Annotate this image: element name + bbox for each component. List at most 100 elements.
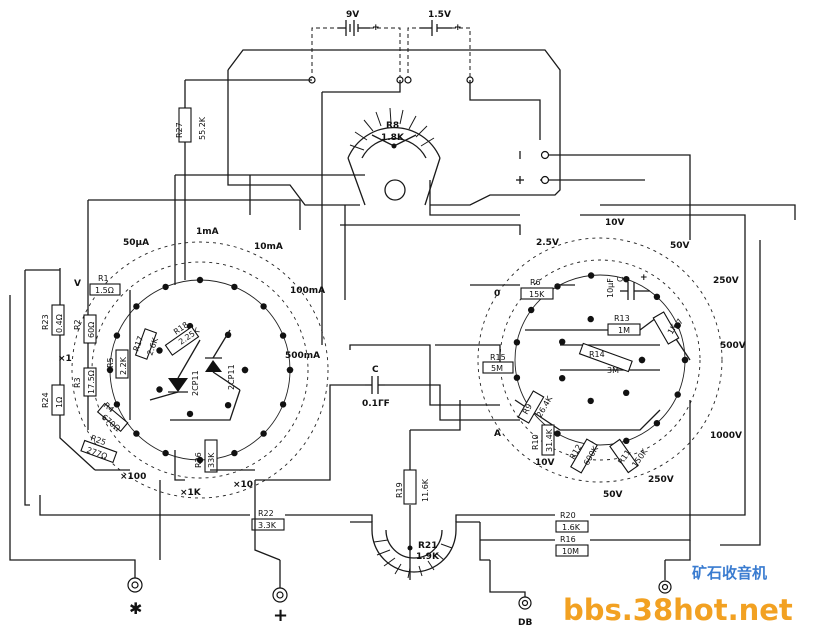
svg-text:R15: R15 [490, 353, 506, 362]
resistor-r6: R6 15K [520, 278, 554, 300]
terminal-plus[interactable] [540, 175, 550, 185]
resistor-r11: R11 150K [609, 438, 650, 474]
battery-9v-label: 9V [346, 10, 359, 20]
r21-value: 1.9K [416, 552, 440, 562]
resistor-r17: R17 2.6K [131, 328, 160, 360]
svg-text:15K: 15K [529, 290, 545, 299]
left-switch-contact [286, 366, 294, 374]
svg-text:10V: 10V [605, 218, 625, 228]
svg-text:×1: ×1 [58, 354, 72, 364]
terminal-positive[interactable]: + [272, 587, 288, 626]
resistor-r13: R13 1M [607, 314, 641, 336]
right-range-labels: 2.5V 10V 50V 250V 500V 1000V 250V 50V 10… [494, 218, 746, 500]
diode-1: 2CP11 [168, 370, 200, 396]
svg-text:✱: ✱ [129, 599, 142, 618]
outer-wires [9, 240, 761, 598]
terminal-db[interactable]: DB [518, 596, 532, 628]
left-switch-inner-contact [186, 410, 194, 418]
capacitor-10uf: 10μF C + [606, 273, 650, 300]
svg-text:1Ω: 1Ω [55, 397, 64, 408]
svg-text:R23: R23 [41, 314, 50, 330]
svg-text:33K: 33K [207, 452, 216, 468]
right-switch-inner-contact [559, 338, 566, 345]
right-switch-inner-contact [587, 397, 594, 405]
left-switch-inner-contact [156, 386, 163, 393]
svg-text:10V: 10V [535, 458, 555, 468]
svg-text:55.2K: 55.2K [198, 116, 207, 140]
svg-text:A: A [494, 429, 501, 439]
svg-text:V: V [74, 279, 81, 289]
right-switch-inner-contact [638, 356, 646, 364]
battery-9v: 9V + [338, 10, 380, 36]
svg-text:3.3K: 3.3K [258, 521, 277, 530]
battery-1-5v-label: 1.5V [428, 10, 451, 20]
svg-text:R14: R14 [589, 350, 605, 359]
svg-text:1000V: 1000V [710, 431, 742, 441]
terminal-minus[interactable] [540, 150, 550, 160]
svg-text:×10: ×10 [233, 480, 253, 490]
svg-text:50μA: 50μA [123, 238, 149, 248]
svg-text:11.6K: 11.6K [421, 478, 430, 502]
resistor-r26: R26 33K [194, 439, 218, 473]
left-switch-contact [162, 283, 169, 291]
battery-section: 9V + 1.5V + [308, 10, 474, 84]
resistor-r19: R19 11.6K [395, 469, 430, 505]
left-range-labels: 50μA 1mA 10mA 100mA 500mA V ×1 ×10 ×100 … [58, 227, 325, 498]
r21-name: R21 [418, 541, 437, 551]
svg-text:0.4Ω: 0.4Ω [55, 314, 64, 333]
resistor-r1: R1 1.5Ω [89, 274, 121, 296]
svg-text:10μF: 10μF [606, 278, 615, 298]
frame-wires [87, 49, 796, 500]
resistor-r16: R16 10M [555, 535, 589, 557]
svg-text:5M: 5M [491, 364, 503, 373]
svg-text:R13: R13 [614, 314, 630, 323]
svg-text:250V: 250V [713, 276, 739, 286]
svg-text:0.1ΓF: 0.1ΓF [362, 399, 390, 409]
right-switch-inner-contact [623, 389, 630, 396]
resistor-r20: R20 1.6K [555, 511, 589, 533]
svg-text:60Ω: 60Ω [87, 322, 96, 338]
svg-text:50V: 50V [670, 241, 690, 251]
svg-text:2.2K: 2.2K [119, 356, 128, 375]
svg-text:×100: ×100 [120, 472, 146, 482]
svg-text:R26: R26 [194, 452, 203, 468]
center-network: C 0.1ΓF R19 11.6K [255, 344, 520, 580]
diode-2: 2CP11 [205, 357, 236, 390]
svg-text:R22: R22 [258, 509, 274, 518]
svg-text:+: + [273, 605, 288, 626]
svg-text:C: C [616, 276, 625, 282]
resistor-r5: R5 2.2K [106, 349, 129, 379]
svg-text:0: 0 [494, 289, 500, 299]
svg-text:R2: R2 [73, 319, 82, 330]
battery-1-5v-plus: + [454, 23, 462, 33]
svg-text:10M: 10M [562, 547, 579, 556]
resistor-r27: R27 55.2K [175, 107, 207, 143]
left-switch-contact [279, 332, 287, 339]
left-resistor-network: R1 1.5Ω R23 0.4Ω R2 60Ω R24 1Ω R3 17.5Ω … [25, 268, 255, 481]
resistor-r15: R15 5M [482, 353, 514, 374]
svg-text:bbs.38hot.net: bbs.38hot.net [563, 593, 793, 627]
left-switch-contact [231, 449, 238, 457]
resistor-r22: R22 3.3K [251, 509, 285, 531]
left-switch-contact [113, 332, 121, 339]
svg-text:R6: R6 [530, 278, 541, 287]
resistor-r10: R10 31.4K [531, 424, 555, 456]
resistor-r2: R2 60Ω [73, 314, 97, 344]
resistor-r9: R9 26.4K [517, 390, 555, 424]
right-switch-contact [653, 293, 661, 300]
right-switch-inner-contact [559, 375, 566, 382]
right-switch-contact [623, 276, 630, 283]
r8-value: 1.8K [381, 133, 405, 143]
svg-text:R24: R24 [41, 392, 50, 408]
svg-text:50V: 50V [603, 490, 623, 500]
svg-text:500mA: 500mA [285, 351, 320, 361]
resistor-r3: R3 17.5Ω [73, 367, 97, 397]
left-switch-contact [113, 401, 121, 408]
right-switch-contact [513, 339, 521, 346]
terminal-output[interactable] [658, 580, 672, 594]
terminal-common[interactable]: ✱ [127, 577, 143, 618]
right-switch-contact [653, 420, 661, 427]
svg-text:+: + [640, 273, 648, 283]
svg-text:1mA: 1mA [196, 227, 219, 237]
